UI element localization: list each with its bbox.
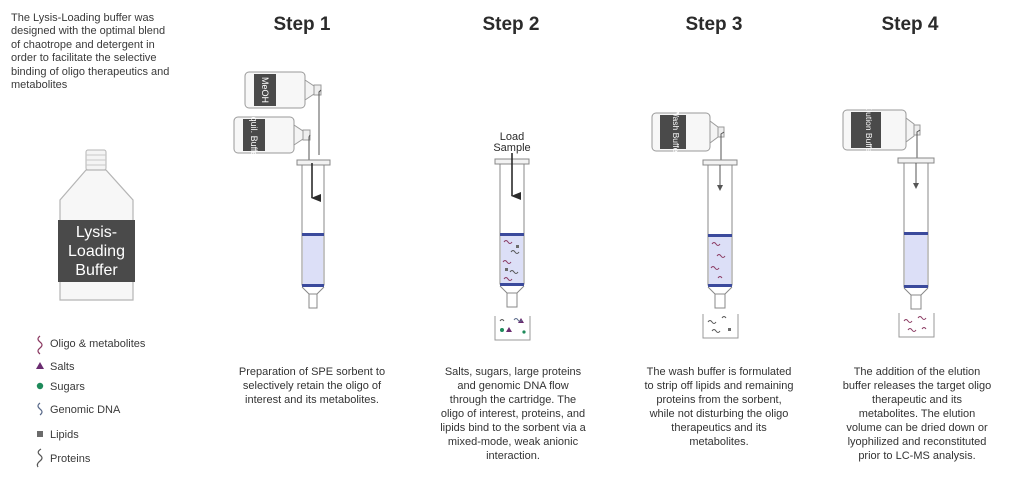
step-3-description: The wash buffer is formulated to strip o… <box>620 365 818 449</box>
legend-lipids: Lipids <box>50 429 79 441</box>
lysis-loading-buffer-bottle: Lysis- Loading Buffer <box>58 149 135 301</box>
desc-line: while not disturbing the oligo <box>649 408 789 420</box>
elution-buffer-label: Elution Buffer <box>864 105 874 156</box>
desc-line: mixed-mode, weak anionic <box>447 436 579 448</box>
meoh-bottle: MeOH <box>244 71 322 109</box>
step-3-graphic: Wash Buffer <box>651 109 739 339</box>
load-label: Load <box>500 131 524 143</box>
step-1-title: Step 1 <box>273 14 331 35</box>
bottle-label-line1: Lysis- <box>76 224 117 241</box>
intro-text: The Lysis-Loading buffer was designed wi… <box>11 12 170 92</box>
dna-squiggle-icon <box>37 402 43 416</box>
legend-genomic-dna: Genomic DNA <box>50 404 121 416</box>
desc-line: to strip off lipids and remaining <box>644 380 794 392</box>
desc-line: interest and its metabolites. <box>245 394 379 406</box>
desc-line: and genomic DNA flow <box>457 380 569 392</box>
oligo-icon <box>37 335 43 355</box>
bottle-label-line2: Loading <box>68 243 125 260</box>
step-4-graphic: Elution Buffer <box>842 105 935 338</box>
dot-icon <box>36 382 44 390</box>
legend-salts: Salts <box>50 361 75 373</box>
legend-oligo: Oligo & metabolites <box>50 338 146 350</box>
desc-line: buffer releases the target oligo <box>842 380 992 392</box>
step-3-title: Step 3 <box>685 14 743 35</box>
desc-line: Salts, sugars, large proteins <box>444 366 582 378</box>
desc-line: The wash buffer is formulated <box>646 366 792 378</box>
square-icon <box>37 431 43 437</box>
desc-line: Preparation of SPE sorbent to <box>238 366 386 378</box>
desc-line: The addition of the elution <box>853 366 981 378</box>
desc-line: lipids bind to the sorbent via a <box>440 422 586 434</box>
step-2-graphic: Load Sample <box>493 131 531 341</box>
desc-line: oligo of interest, proteins, and <box>440 408 586 420</box>
desc-line: prior to LC-MS analysis. <box>858 450 976 462</box>
triangle-icon <box>36 362 44 369</box>
wash-buffer-bottle: Wash Buffer <box>651 109 725 155</box>
legend-symbols <box>36 335 44 468</box>
meoh-label: MeOH <box>260 77 270 103</box>
legend-sugars: Sugars <box>50 381 85 393</box>
desc-line: metabolites. <box>689 436 749 448</box>
bottle-label <box>58 220 135 282</box>
bottle-label-line3: Buffer <box>75 262 118 279</box>
desc-line: through the cartridge. The <box>449 394 577 406</box>
step-1-description: Preparation of SPE sorbent to selectivel… <box>212 365 412 407</box>
desc-line: proteins from the sorbent, <box>656 394 782 406</box>
protein-squiggle-icon <box>36 448 43 468</box>
step-2-title: Step 2 <box>482 14 540 35</box>
step-4-title: Step 4 <box>881 14 939 35</box>
step-2-description: Salts, sugars, large proteins and genomi… <box>418 365 608 463</box>
desc-line: metabolites. The elution <box>858 408 976 420</box>
wash-buffer-label: Wash Buffer <box>671 109 681 155</box>
desc-line: therapeutics and its <box>671 422 767 434</box>
desc-line: therapeutic and its <box>872 394 962 406</box>
desc-line: lyophilized and reconstituted <box>847 436 987 448</box>
step-1-graphic: MeOH Equil. Buffer <box>233 71 331 309</box>
desc-line: interaction. <box>486 450 540 462</box>
desc-line: volume can be dried down or <box>846 422 988 434</box>
elution-buffer-bottle: Elution Buffer <box>842 105 921 156</box>
sample-label: Sample <box>493 142 530 154</box>
equil-buffer-bottle: Equil. Buffer <box>233 111 311 160</box>
desc-line: selectively retain the oligo of <box>242 380 382 392</box>
legend-proteins: Proteins <box>50 453 91 465</box>
step-4-description: The addition of the elution buffer relea… <box>812 365 1022 463</box>
equil-buffer-label: Equil. Buffer <box>249 111 259 160</box>
